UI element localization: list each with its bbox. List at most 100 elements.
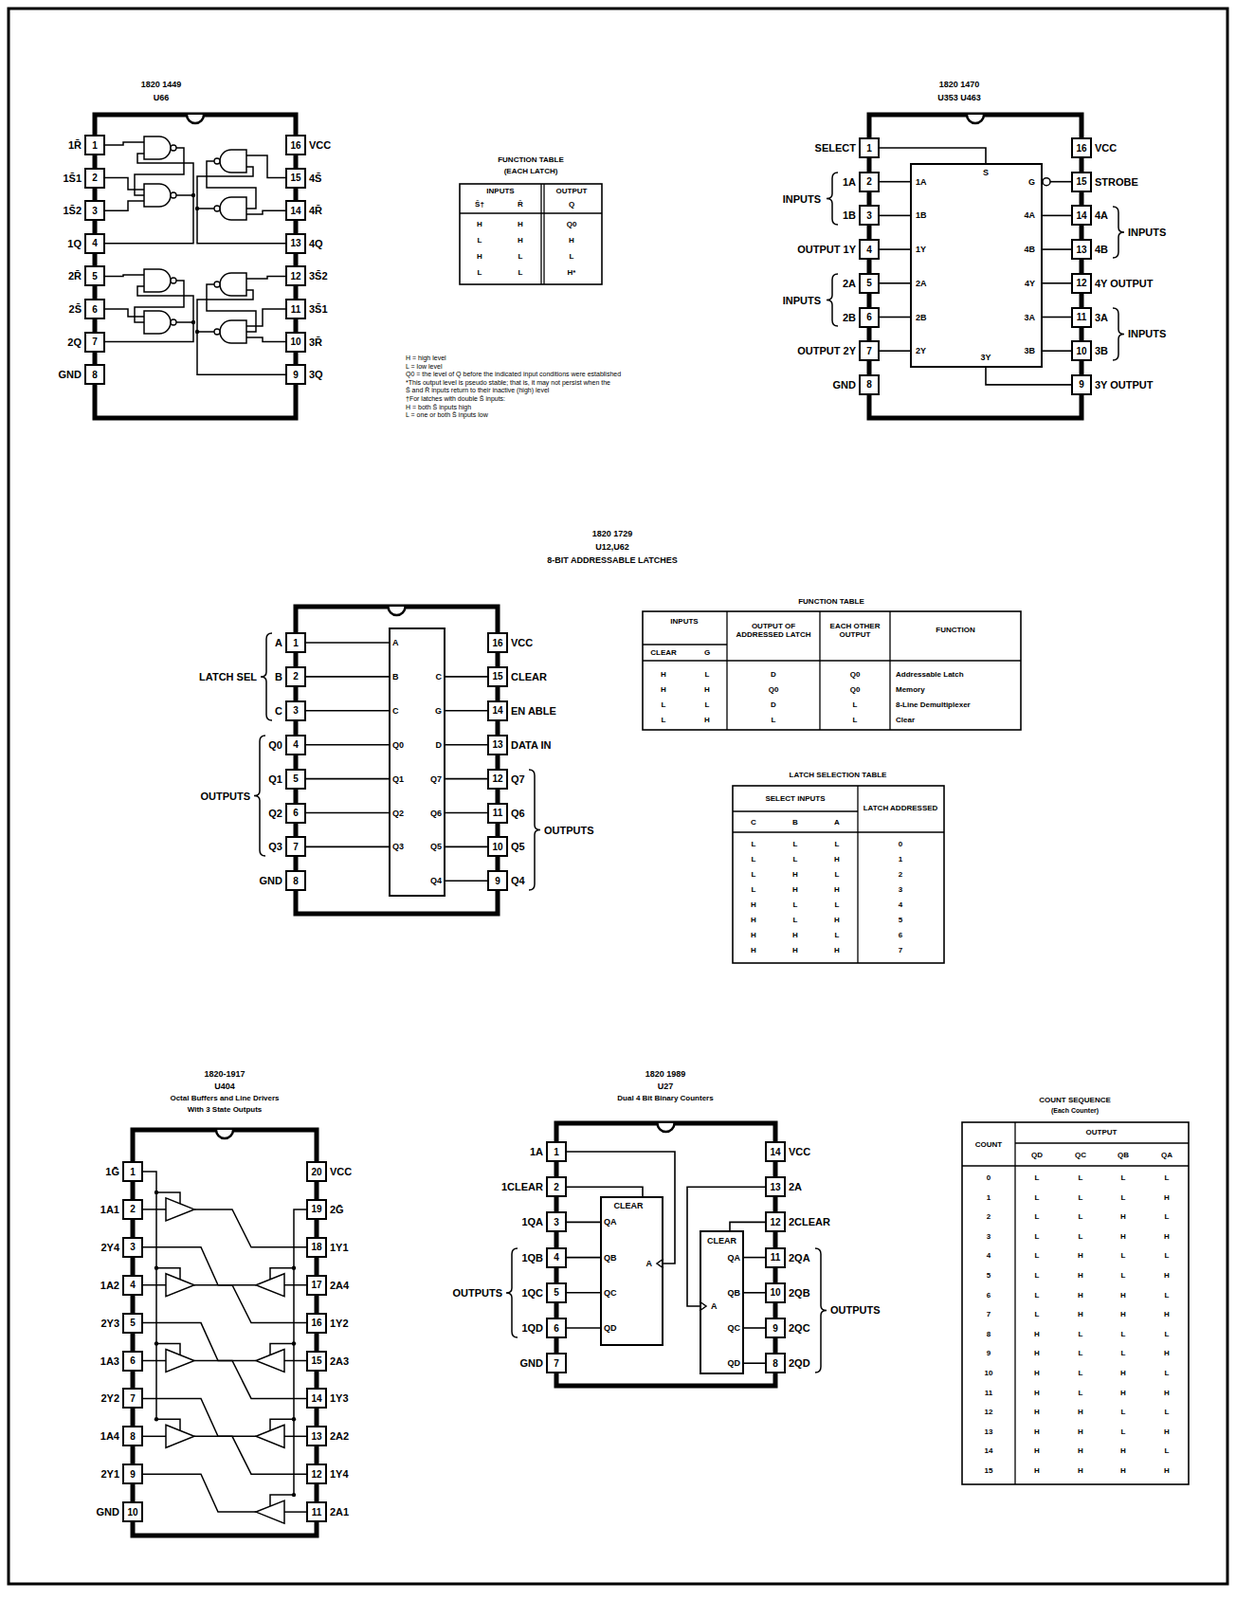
junction-dot: [195, 329, 200, 334]
note-text: L = low level: [405, 363, 442, 371]
pin-label: 1Y4: [329, 1468, 349, 1481]
buffer-symbol: [255, 1424, 285, 1448]
label: COUNT: [975, 1140, 1002, 1149]
table-cell: Q0: [768, 685, 780, 694]
pin-number: 6: [553, 1323, 560, 1334]
pin-box: 13: [1071, 238, 1092, 260]
pin-label: 2Y2: [100, 1392, 120, 1405]
table-cell: H: [834, 945, 840, 955]
junction-dot: [291, 1492, 296, 1497]
table-cell: 0: [986, 1173, 991, 1182]
junction-dot: [154, 1341, 159, 1346]
table-cell: 12: [984, 1408, 994, 1418]
wire-connector: [879, 147, 986, 164]
pin-label: 4R̄: [309, 204, 323, 218]
table-cell: H: [1120, 1213, 1127, 1222]
pin-label: 3R̄: [309, 335, 323, 348]
pin-number: 3: [91, 205, 98, 217]
brace: [528, 769, 541, 891]
pin-box: 7: [84, 331, 106, 353]
pin-label: 2A3: [329, 1354, 349, 1367]
pin-label: 2QB: [788, 1286, 811, 1299]
label: OUTPUT: [1086, 1127, 1118, 1137]
table-cell: H: [834, 885, 840, 894]
table-rule: [726, 611, 728, 730]
wire-connector: [306, 709, 389, 712]
brace: [506, 1248, 518, 1338]
pin-label: OUTPUT 2Y: [797, 345, 856, 358]
ic-package: [869, 114, 1082, 419]
pin-label: 1S̄1: [62, 171, 82, 184]
pin-label: 1QA: [521, 1216, 544, 1229]
pin-label: 1A4: [100, 1430, 120, 1443]
table-cell: L: [1164, 1252, 1170, 1261]
pin-number: 11: [290, 304, 302, 315]
table-cell: H: [750, 930, 757, 940]
wire: [284, 1435, 307, 1438]
table-cell: H: [704, 715, 710, 725]
pin-box: 5: [122, 1312, 144, 1334]
table-cell: H: [1077, 1466, 1084, 1475]
junction-dot: [291, 1266, 296, 1271]
pin-label: 2QA: [788, 1251, 811, 1264]
label: SELECT INPUTS: [764, 794, 825, 803]
junction-dot: [191, 193, 196, 198]
nand-gate: [144, 269, 171, 292]
pin-box: 2: [285, 666, 307, 688]
function-block: QACLEARQBQCQDA: [599, 1196, 664, 1346]
table-cell: L: [1121, 1349, 1127, 1359]
ic-package: [295, 606, 498, 914]
pin-box: 11: [306, 1501, 328, 1523]
table-cell: 10: [984, 1368, 994, 1378]
pin-label: OUTPUT 1Y: [797, 243, 856, 256]
table-cell: L: [1164, 1173, 1170, 1182]
block-label: Q0: [392, 740, 404, 750]
pin-label: 1R̄: [68, 139, 82, 152]
block-label: Q7: [430, 773, 442, 783]
ic-package: [94, 114, 296, 419]
brace: [826, 273, 838, 327]
pin-box: 7: [285, 836, 307, 857]
pin-label: 2QC: [788, 1322, 811, 1335]
table-cell: L: [661, 715, 667, 725]
label: (EACH LATCH): [504, 166, 559, 176]
pin-number: 1: [91, 140, 98, 151]
pin-box: 12: [1071, 272, 1092, 294]
brace: [1112, 308, 1125, 361]
pin-number: 16: [290, 140, 301, 151]
table-cell: H: [1077, 1408, 1084, 1418]
pin-box: 5: [545, 1282, 567, 1304]
pin-label: B: [274, 671, 283, 684]
pin-label: 1Ḡ: [105, 1165, 120, 1179]
wire-connector: [445, 778, 488, 781]
function-block: ABCQ0Q1Q2Q3CGDQ7Q6Q5Q4: [388, 627, 446, 897]
pin-box: 5: [285, 768, 307, 790]
pin-number: 11: [492, 807, 504, 818]
pin-label: 1A2: [100, 1278, 120, 1291]
wire: [246, 210, 286, 215]
table-heading: LATCH ADDRESSED: [862, 803, 939, 813]
table-cell: H: [1163, 1427, 1170, 1436]
inversion-bubble: [1042, 178, 1051, 186]
pin-box: 14: [487, 700, 509, 722]
buffer-symbol: [165, 1424, 195, 1448]
pin-label: GND: [96, 1506, 120, 1519]
table-cell: L: [1121, 1252, 1127, 1261]
pin-box: 5: [858, 272, 880, 294]
table-cell: 2: [986, 1213, 991, 1222]
pin-label: DATA IN: [510, 738, 552, 751]
pin-label: 1Q: [67, 236, 82, 250]
table-cell: Q0: [566, 219, 578, 229]
pin-label: GND: [58, 368, 82, 382]
pin-number: 3: [553, 1217, 560, 1228]
table-cell: H: [1034, 1447, 1040, 1456]
table-cell: Clear: [895, 715, 915, 725]
pin-box: 3: [122, 1236, 144, 1258]
label: OUTPUT: [556, 186, 588, 196]
table-cell: L: [793, 915, 799, 925]
buffer-symbol: [255, 1500, 285, 1524]
wire-connector: [744, 1326, 765, 1329]
buffer-symbol: [255, 1349, 285, 1373]
pin-box: 5: [84, 265, 106, 287]
